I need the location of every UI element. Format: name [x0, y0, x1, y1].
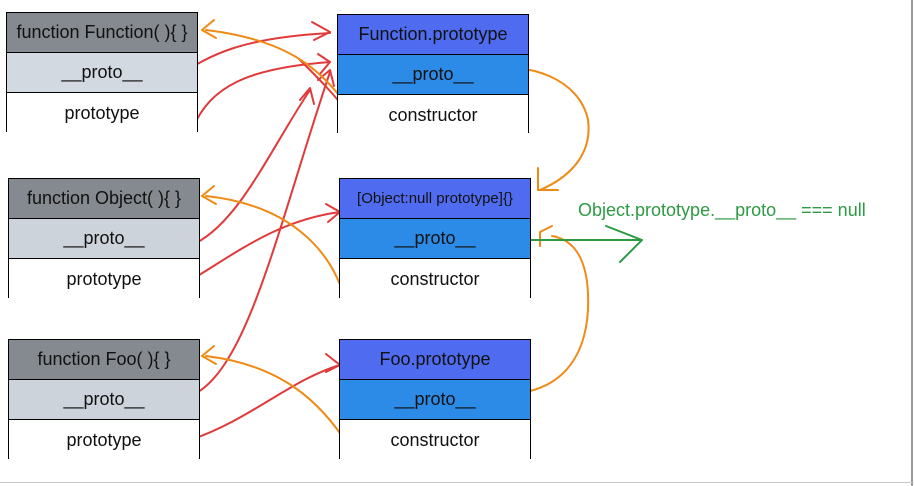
- frame-bottom-edge: [0, 482, 914, 483]
- box-title: function Object( ){ }: [9, 179, 199, 219]
- proto-row: __proto__: [338, 55, 528, 95]
- frame-right-edge: [911, 0, 913, 486]
- prototype-row: prototype: [9, 420, 199, 460]
- foo-constructor-to-foo-arrow: [205, 355, 351, 449]
- foo-prototype-proto-to-object-prototype-arrow: [511, 235, 590, 395]
- function-function-box: function Function( ){ } __proto__ protot…: [6, 12, 198, 133]
- object-constructor-to-object-arrow: [205, 195, 345, 297]
- proto-row: __proto__: [340, 219, 530, 259]
- proto-row: __proto__: [7, 53, 197, 93]
- function-object-box: function Object( ){ } __proto__ prototyp…: [8, 178, 200, 299]
- object-prototype-to-object-prototype-arrow: [195, 211, 341, 278]
- function-foo-box: function Foo( ){ } __proto__ prototype: [8, 339, 200, 460]
- box-title: Function.prototype: [338, 15, 528, 55]
- box-title: function Foo( ){ }: [9, 340, 199, 380]
- constructor-row: constructor: [338, 95, 528, 135]
- proto-row: __proto__: [9, 380, 199, 420]
- constructor-row: constructor: [340, 420, 530, 460]
- proto-row: __proto__: [9, 219, 199, 259]
- function-prototype-box: Function.prototype __proto__ constructor: [337, 14, 529, 135]
- box-title: Foo.prototype: [340, 340, 530, 380]
- object-proto-to-function-prototype-arrow: [195, 89, 311, 244]
- foo-prototype-to-foo-prototype-arrow: [189, 364, 341, 441]
- box-title: [Object:null prototype]{}: [340, 179, 530, 219]
- object-prototype-box: [Object:null prototype]{} __proto__ cons…: [339, 178, 531, 299]
- box-title: function Function( ){ }: [7, 13, 197, 53]
- constructor-row: constructor: [340, 259, 530, 299]
- foo-proto-to-function-prototype-arrow: [197, 71, 331, 393]
- proto-row: __proto__: [340, 380, 530, 420]
- function-prototype-to-function-prototype-arrow: [191, 61, 331, 131]
- function-constructor-to-function-arrow: [205, 29, 347, 105]
- foo-prototype-box: Foo.prototype __proto__ constructor: [339, 339, 531, 460]
- null-note: Object.prototype.__proto__ === null: [578, 200, 866, 220]
- prototype-row: prototype: [9, 259, 199, 299]
- prototype-row: prototype: [7, 93, 197, 133]
